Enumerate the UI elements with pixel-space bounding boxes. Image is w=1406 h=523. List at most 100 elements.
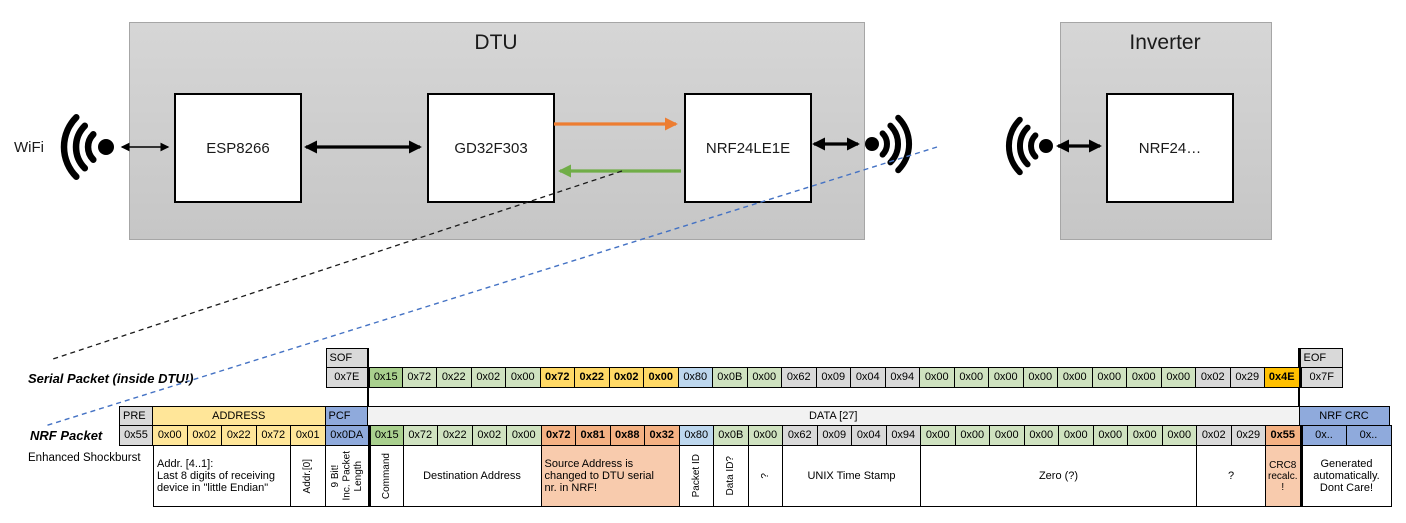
serial-byte-cell: 0x0B <box>713 367 748 388</box>
serial-byte-cell: 0x4E <box>1265 367 1300 388</box>
pcf-value-cell: 0x0DA <box>325 425 369 446</box>
wifi-label: WiFi <box>14 139 44 156</box>
nrf-byte-cell: 0x02 <box>1197 425 1232 446</box>
field-annotation-cell: Data ID? <box>714 445 749 507</box>
serial-byte-cell: 0x94 <box>885 367 920 388</box>
serial-byte-cell: 0x00 <box>1092 367 1127 388</box>
nrf-byte-cell: 0x22 <box>438 425 473 446</box>
serial-byte-cell: 0x09 <box>816 367 851 388</box>
data-header: DATA [27] <box>367 406 1300 426</box>
field-annotation-cell: CRC8 recalc. ! <box>1266 445 1301 507</box>
nrf-byte-cell: 0x00 <box>990 425 1025 446</box>
serial-byte-cell: 0x00 <box>989 367 1024 388</box>
nrf-byte-cell: 0x55 <box>1266 425 1301 446</box>
serial-byte-cell: 0x80 <box>678 367 713 388</box>
field-annotation-cell: 9 Bit! Inc. Packet Length <box>325 445 369 507</box>
field-annotation-cell: UNIX Time Stamp <box>783 445 921 507</box>
address-byte-cell: 0x02 <box>187 425 222 446</box>
nrf-byte-cell: 0x09 <box>817 425 852 446</box>
serial-byte-cell: 0x62 <box>782 367 817 388</box>
nrf-byte-cell: 0x00 <box>748 425 783 446</box>
sof-value-cell: 0x7E <box>325 367 368 388</box>
field-annotation-cell: Destination Address <box>403 445 542 507</box>
inverter-nrf24-box: NRF24… <box>1106 93 1234 203</box>
nrf-byte-cell: 0x02 <box>472 425 507 446</box>
serial-byte-cell: 0x00 <box>954 367 989 388</box>
serial-byte-cell: 0x72 <box>540 367 575 388</box>
nrf-byte-cell: 0x72 <box>541 425 576 446</box>
serial-byte-cell: 0x00 <box>1161 367 1196 388</box>
serial-byte-cell: 0x00 <box>506 367 541 388</box>
gd32f303-label: GD32F303 <box>454 139 528 157</box>
field-annotation-cell: Generated automatically. Dont Care! <box>1300 445 1392 507</box>
nrf-byte-cell: 0x00 <box>1128 425 1163 446</box>
sof-header: SOF <box>325 348 368 368</box>
enhanced-shockburst-label: Enhanced Shockburst <box>28 452 141 464</box>
nrf-byte-cell: 0x15 <box>369 425 404 446</box>
field-annotation-cell: Source Address is changed to DTU serial … <box>541 445 680 507</box>
vertical-field-label: ? <box>759 473 771 479</box>
nrf-byte-cell: 0x80 <box>679 425 714 446</box>
serial-byte-cell: 0x00 <box>920 367 955 388</box>
serial-byte-cell: 0x02 <box>1196 367 1231 388</box>
pcf-header: PCF <box>324 406 368 426</box>
field-annotation-cell: Command <box>369 445 404 507</box>
nrf-byte-cell: 0x00 <box>921 425 956 446</box>
nrf-byte-cell: 0x94 <box>886 425 921 446</box>
vertical-field-label: Addr.[0] <box>302 458 313 494</box>
field-annotation-cell: ? <box>748 445 783 507</box>
address-byte-cell: 0x22 <box>222 425 257 446</box>
nrf-byte-cell: 0x00 <box>1162 425 1197 446</box>
nrf-crc-header: NRF CRC <box>1298 406 1390 426</box>
nrf-byte-cell: 0x29 <box>1231 425 1266 446</box>
nrf-byte-cell: 0x00 <box>1093 425 1128 446</box>
nrf-byte-cell: 0x81 <box>576 425 611 446</box>
inverter-nrf24-label: NRF24… <box>1138 139 1202 157</box>
vertical-field-label: Packet ID <box>690 454 702 498</box>
nrf-crc-cell: 0x.. <box>1300 425 1347 446</box>
nrf-byte-cell: 0x72 <box>403 425 438 446</box>
nrf24le1e-box: NRF24LE1E <box>684 93 812 203</box>
field-annotation-cell: Zero (?) <box>921 445 1197 507</box>
eof-value-cell: 0x7F <box>1299 367 1343 388</box>
vertical-field-label: 9 Bit! Inc. Packet Length <box>329 451 364 501</box>
serial-byte-cell: 0x00 <box>1023 367 1058 388</box>
eof-header: EOF <box>1299 348 1343 368</box>
nrf-packet-label: NRF Packet <box>30 428 103 443</box>
vertical-field-label: Command <box>381 452 392 500</box>
nrf-byte-cell: 0x00 <box>955 425 990 446</box>
address-byte-cell: 0x72 <box>256 425 291 446</box>
inverter-antenna-icon <box>1005 116 1053 176</box>
field-annotation-cell: Addr. [4..1]: Last 8 digits of receiving… <box>153 445 291 507</box>
nrf-byte-cell: 0x00 <box>507 425 542 446</box>
serial-byte-cell: 0x00 <box>1127 367 1162 388</box>
address-byte-cell: 0x01 <box>291 425 326 446</box>
nrf-byte-cell: 0x62 <box>783 425 818 446</box>
nrf24le1e-label: NRF24LE1E <box>705 139 791 157</box>
dtu-title: DTU <box>474 31 518 54</box>
serial-byte-cell: 0x00 <box>644 367 679 388</box>
serial-packet-label: Serial Packet (inside DTU!) <box>28 371 194 386</box>
esp8266-label: ESP8266 <box>206 139 270 157</box>
serial-byte-cell: 0x22 <box>575 367 610 388</box>
nrf-byte-cell: 0x04 <box>852 425 887 446</box>
field-annotation-cell: Addr.[0] <box>291 445 326 507</box>
vertical-field-label: Data ID? <box>725 456 736 496</box>
serial-byte-cell: 0x02 <box>609 367 644 388</box>
pre-header: PRE <box>119 406 153 426</box>
esp8266-box: ESP8266 <box>174 93 302 203</box>
serial-byte-cell: 0x04 <box>851 367 886 388</box>
field-annotation-cell: Packet ID <box>679 445 714 507</box>
address-header: ADDRESS <box>152 406 326 426</box>
address-byte-cell: 0x00 <box>153 425 188 446</box>
nrf-byte-cell: 0x0B <box>714 425 749 446</box>
serial-byte-cell: 0x22 <box>437 367 472 388</box>
inverter-title: Inverter <box>1129 31 1201 54</box>
antenna-icon <box>865 114 913 174</box>
field-annotation-cell: ? <box>1197 445 1266 507</box>
nrf-byte-cell: 0x00 <box>1024 425 1059 446</box>
nrf-byte-cell: 0x32 <box>645 425 680 446</box>
